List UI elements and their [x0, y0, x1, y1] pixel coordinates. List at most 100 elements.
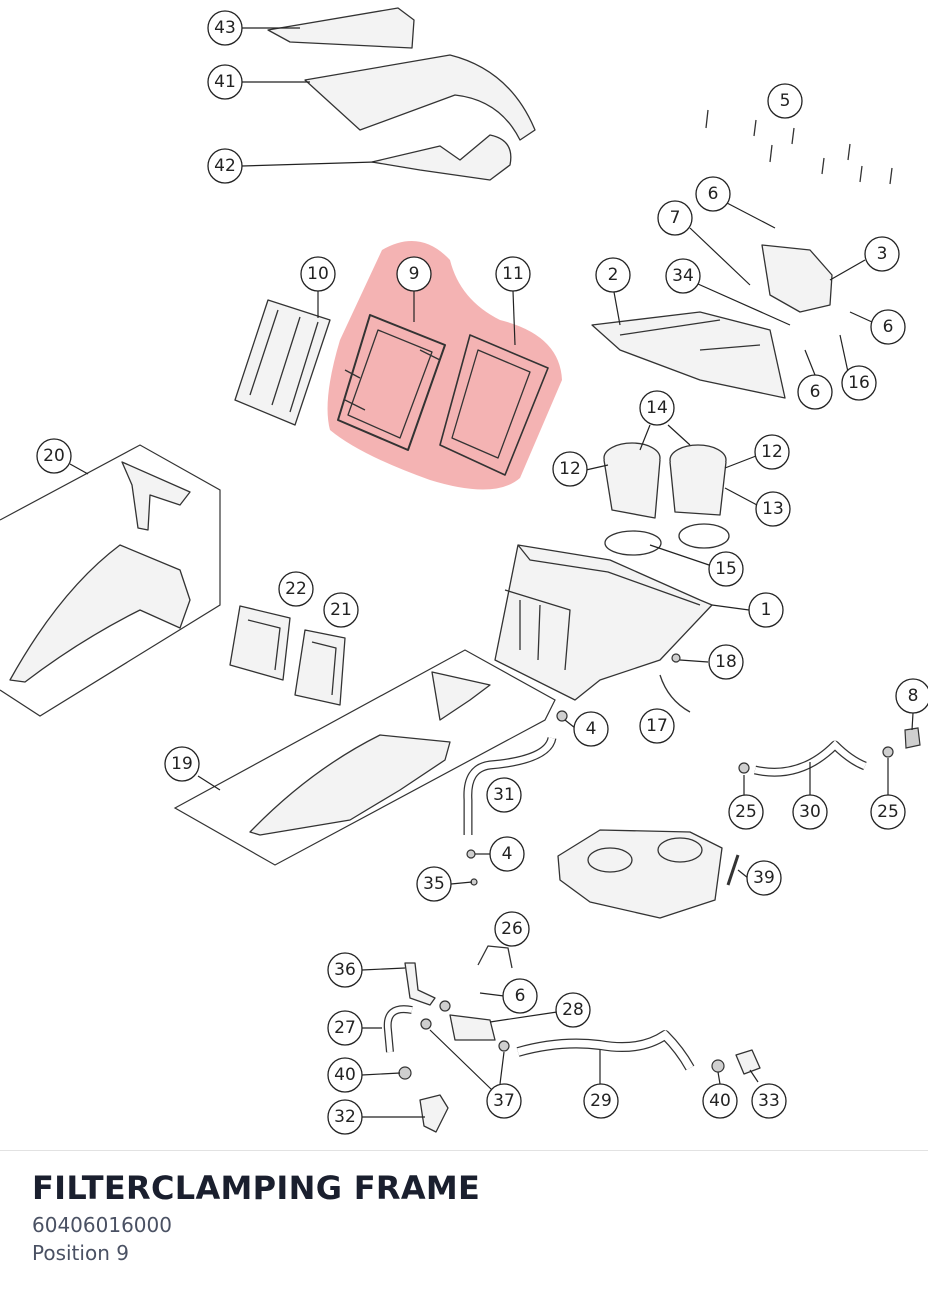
callout-20[interactable]: 20 [36, 438, 72, 474]
callout-7[interactable]: 7 [657, 200, 693, 236]
callout-36[interactable]: 36 [327, 952, 363, 988]
svg-text:14: 14 [646, 398, 668, 418]
part-42-cover[interactable] [371, 134, 512, 181]
callout-2[interactable]: 2 [595, 257, 631, 293]
svg-text:16: 16 [848, 373, 870, 393]
callout-18[interactable]: 18 [708, 644, 744, 680]
exploded-parts-diagram: 43 41 42 5 6 7 3 34 2 6 16 6 10 9 11 14 … [0, 7, 928, 1135]
callout-32[interactable]: 32 [327, 1099, 363, 1135]
part-21-duct[interactable] [294, 629, 346, 706]
svg-text:34: 34 [672, 266, 694, 286]
svg-text:25: 25 [735, 802, 757, 822]
callout-33[interactable]: 33 [751, 1083, 787, 1119]
callout-6[interactable]: 6 [502, 978, 538, 1014]
svg-text:32: 32 [334, 1107, 356, 1127]
part-9-filter-clamping-frame[interactable] [337, 314, 446, 451]
callout-9[interactable]: 9 [396, 256, 432, 292]
callout-40[interactable]: 40 [327, 1057, 363, 1093]
callout-19[interactable]: 19 [164, 746, 200, 782]
callout-25[interactable]: 25 [870, 794, 906, 830]
part-37-clamp[interactable] [498, 1040, 510, 1052]
callout-22[interactable]: 22 [278, 571, 314, 607]
svg-text:28: 28 [562, 1000, 584, 1020]
callout-41[interactable]: 41 [207, 64, 243, 100]
part-22-duct[interactable] [229, 605, 291, 681]
part-18-clip[interactable] [671, 653, 681, 663]
part-28-fitting[interactable] [449, 1014, 496, 1041]
part-10-air-filter[interactable] [234, 299, 331, 426]
part-19-duct-upper[interactable] [431, 671, 491, 721]
callout-30[interactable]: 30 [792, 794, 828, 830]
callout-39[interactable]: 39 [746, 860, 782, 896]
part-36-hose-elbow[interactable] [404, 962, 436, 1006]
part-19-group-box [173, 649, 556, 866]
callout-40[interactable]: 40 [702, 1083, 738, 1119]
part-15-o-ring[interactable] [678, 523, 730, 549]
callout-3[interactable]: 3 [864, 236, 900, 272]
part-32-bracket[interactable] [419, 1094, 449, 1133]
part-20-duct[interactable] [9, 544, 191, 683]
part-4-clamp[interactable] [556, 710, 568, 722]
part-11-filter-frame[interactable] [439, 334, 549, 476]
svg-text:31: 31 [493, 785, 515, 805]
callout-8[interactable]: 8 [895, 678, 928, 714]
callout-27[interactable]: 27 [327, 1010, 363, 1046]
callout-4[interactable]: 4 [573, 711, 609, 747]
svg-text:35: 35 [423, 874, 445, 894]
part-1-airbox[interactable] [494, 544, 713, 701]
svg-text:8: 8 [908, 686, 919, 706]
callout-12[interactable]: 12 [552, 451, 588, 487]
callout-10[interactable]: 10 [300, 256, 336, 292]
callout-31[interactable]: 31 [486, 777, 522, 813]
part-33-valve[interactable] [735, 1049, 761, 1075]
callout-17[interactable]: 17 [639, 708, 675, 744]
callout-34[interactable]: 34 [665, 258, 701, 294]
callout-42[interactable]: 42 [207, 148, 243, 184]
part-17-hose[interactable] [659, 674, 691, 713]
part-3-bracket[interactable] [761, 244, 833, 313]
part-5-bolts[interactable] [705, 109, 893, 185]
part-40-cap[interactable] [398, 1066, 412, 1080]
svg-text:4: 4 [586, 719, 597, 739]
callout-43[interactable]: 43 [207, 10, 243, 46]
part-39-pin[interactable] [726, 854, 740, 886]
callout-14[interactable]: 14 [639, 390, 675, 426]
part-8-sensor[interactable] [904, 727, 921, 749]
part-14-intake-horns[interactable] [603, 442, 727, 519]
callout-28[interactable]: 28 [555, 992, 591, 1028]
part-43-cover[interactable] [267, 7, 415, 49]
callout-5[interactable]: 5 [767, 83, 803, 119]
callout-1[interactable]: 1 [748, 592, 784, 628]
part-41-cover[interactable] [304, 54, 536, 141]
part-25-clamp[interactable] [882, 746, 894, 758]
part-19-duct[interactable] [249, 734, 451, 836]
callout-6[interactable]: 6 [797, 374, 833, 410]
callout-12[interactable]: 12 [754, 434, 790, 470]
callout-26[interactable]: 26 [494, 911, 530, 947]
part-37-clamp[interactable] [420, 1018, 432, 1030]
callout-11[interactable]: 11 [495, 256, 531, 292]
callout-35[interactable]: 35 [416, 866, 452, 902]
callout-4[interactable]: 4 [489, 836, 525, 872]
part-25-clamp[interactable] [738, 762, 750, 774]
part-20-duct-upper[interactable] [121, 461, 191, 531]
callout-6[interactable]: 6 [695, 176, 731, 212]
part-37-clamp[interactable] [439, 1000, 451, 1012]
callout-13[interactable]: 13 [755, 491, 791, 527]
callout-21[interactable]: 21 [323, 592, 359, 628]
callout-25[interactable]: 25 [728, 794, 764, 830]
svg-text:10: 10 [307, 264, 329, 284]
callout-6[interactable]: 6 [870, 309, 906, 345]
part-2-airbox-lid[interactable] [591, 311, 786, 399]
callout-29[interactable]: 29 [583, 1083, 619, 1119]
callout-16[interactable]: 16 [841, 365, 877, 401]
throttle-body[interactable] [557, 829, 723, 919]
callout-15[interactable]: 15 [708, 551, 744, 587]
part-26-bracket[interactable] [477, 945, 513, 969]
part-4-clamp[interactable] [466, 849, 476, 859]
part-15-o-ring[interactable] [604, 530, 662, 556]
part-40-cap[interactable] [711, 1059, 725, 1073]
svg-text:36: 36 [334, 960, 356, 980]
callout-37[interactable]: 37 [486, 1083, 522, 1119]
part-9-highlight[interactable] [327, 241, 562, 490]
